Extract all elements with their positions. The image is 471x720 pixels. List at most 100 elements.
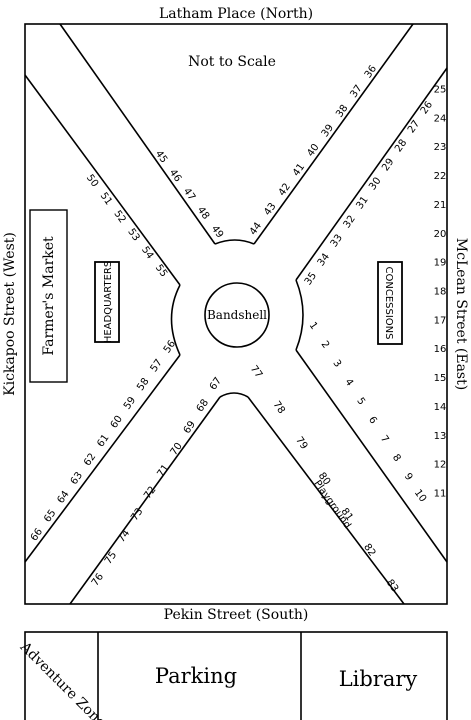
farmers-market-label: Farmer's Market: [41, 236, 57, 356]
diagonal-paths: [24, 23, 448, 605]
path-edge: [24, 354, 181, 563]
booth-number: 11: [434, 489, 447, 500]
booth-number: 61: [95, 433, 111, 450]
booth-number: 34: [316, 252, 332, 269]
booth-number: 35: [303, 271, 319, 288]
booth-number: 30: [367, 176, 383, 193]
booth-number: 74: [116, 528, 132, 545]
booth-number: 58: [135, 376, 151, 393]
bandshell-label: Bandshell: [207, 308, 267, 322]
booth-number: 59: [122, 395, 138, 412]
park-boundary: [24, 23, 448, 605]
concessions-label: CONCESSIONS: [383, 267, 394, 340]
path-edge: [253, 23, 414, 245]
booth-number: 36: [363, 64, 379, 81]
booth-number: 62: [82, 451, 98, 468]
booth-number: 12: [434, 460, 447, 471]
parking-label: Parking: [155, 664, 237, 688]
plaza-arc: [170, 284, 181, 356]
booth-number: 31: [354, 195, 370, 212]
booth-number: 1: [307, 320, 320, 332]
booth-number: 66: [29, 527, 45, 544]
booth-number: 43: [262, 201, 278, 218]
plaza-outline: [170, 239, 304, 398]
library-label: Library: [339, 667, 418, 691]
booth-number: 65: [42, 508, 58, 525]
plaza-arc: [295, 279, 304, 351]
booth-number: 19: [434, 258, 447, 269]
headquarters-building: [94, 261, 120, 343]
farmers-market-building: [29, 209, 68, 383]
booth-number: 71: [155, 463, 171, 480]
booth-number: 56: [162, 339, 178, 356]
scale-note: Not to Scale: [188, 54, 276, 70]
booth-number: 79: [293, 435, 309, 452]
playground-label: Playground: [311, 478, 352, 530]
bottom-blocks: [24, 631, 448, 720]
booth-number: 6: [366, 415, 379, 427]
booth-number: 55: [153, 263, 169, 280]
booth-number: 5: [354, 396, 367, 408]
street-south: Pekin Street (South): [164, 607, 309, 623]
booth-number: 73: [129, 506, 145, 523]
booth-number: 22: [434, 171, 447, 182]
booth-number: 78: [271, 399, 287, 416]
booth-number: 50: [84, 173, 100, 190]
booth-number: 33: [329, 233, 345, 250]
booth-number: 77: [248, 364, 264, 381]
booth-number: 67: [208, 376, 224, 393]
path-edge: [24, 74, 181, 286]
booth-number: 25: [434, 85, 447, 96]
booth-number: 8: [390, 452, 403, 464]
booth-number: 70: [169, 441, 185, 458]
booth-number: 40: [305, 142, 321, 159]
street-north: Latham Place (North): [159, 6, 313, 22]
booth-number: 23: [434, 142, 447, 153]
booth-number: 9: [402, 471, 415, 483]
booth-number: 45: [153, 149, 169, 166]
booth-number: 60: [109, 414, 125, 431]
booth-number: 38: [334, 103, 350, 120]
booth-number: 16: [434, 344, 447, 355]
path-edge: [59, 23, 216, 245]
headquarters-label: HEADQUARTERS: [103, 261, 114, 343]
booth-number: 69: [182, 419, 198, 436]
plaza-arc: [214, 239, 255, 245]
path-edge: [69, 396, 221, 605]
booth-number: 72: [142, 485, 158, 502]
booth-number: 20: [434, 229, 447, 240]
booth-number: 14: [434, 402, 447, 413]
plaza-arc: [219, 392, 249, 398]
booth-number: 44: [248, 221, 264, 238]
booth-number: 57: [149, 357, 165, 374]
booth-number: 39: [320, 123, 336, 140]
booth-number: 4: [342, 377, 355, 389]
booth-number: 46: [167, 167, 183, 184]
booth-number: 37: [348, 83, 364, 100]
booth-number: 82: [361, 542, 377, 559]
booth-number: 3: [330, 358, 343, 370]
bandshell-circle: [204, 282, 270, 348]
path-edge: [295, 349, 448, 563]
bottom-blocks-frame: [24, 631, 448, 720]
path-edge: [295, 67, 448, 281]
booth-number: 32: [342, 214, 358, 231]
booth-number: 13: [434, 431, 447, 442]
booth-number: 15: [434, 373, 447, 384]
booth-number: 75: [103, 550, 119, 567]
path-edge: [247, 396, 405, 605]
booth-number: 24: [434, 113, 447, 124]
booth-number: 18: [434, 287, 447, 298]
booth-number: 21: [434, 200, 447, 211]
street-west: Kickapoo Street (West): [2, 232, 18, 396]
booth-number: 42: [277, 181, 293, 198]
booth-number: 17: [434, 315, 447, 326]
booth-number: 2: [319, 339, 332, 351]
adventure-zone-label: Adventure Zone: [16, 639, 108, 720]
booth-number: 41: [291, 162, 307, 179]
booth-number: 10: [412, 488, 428, 505]
street-east: McLean Street (East): [453, 238, 469, 390]
concessions-building: [377, 261, 403, 345]
